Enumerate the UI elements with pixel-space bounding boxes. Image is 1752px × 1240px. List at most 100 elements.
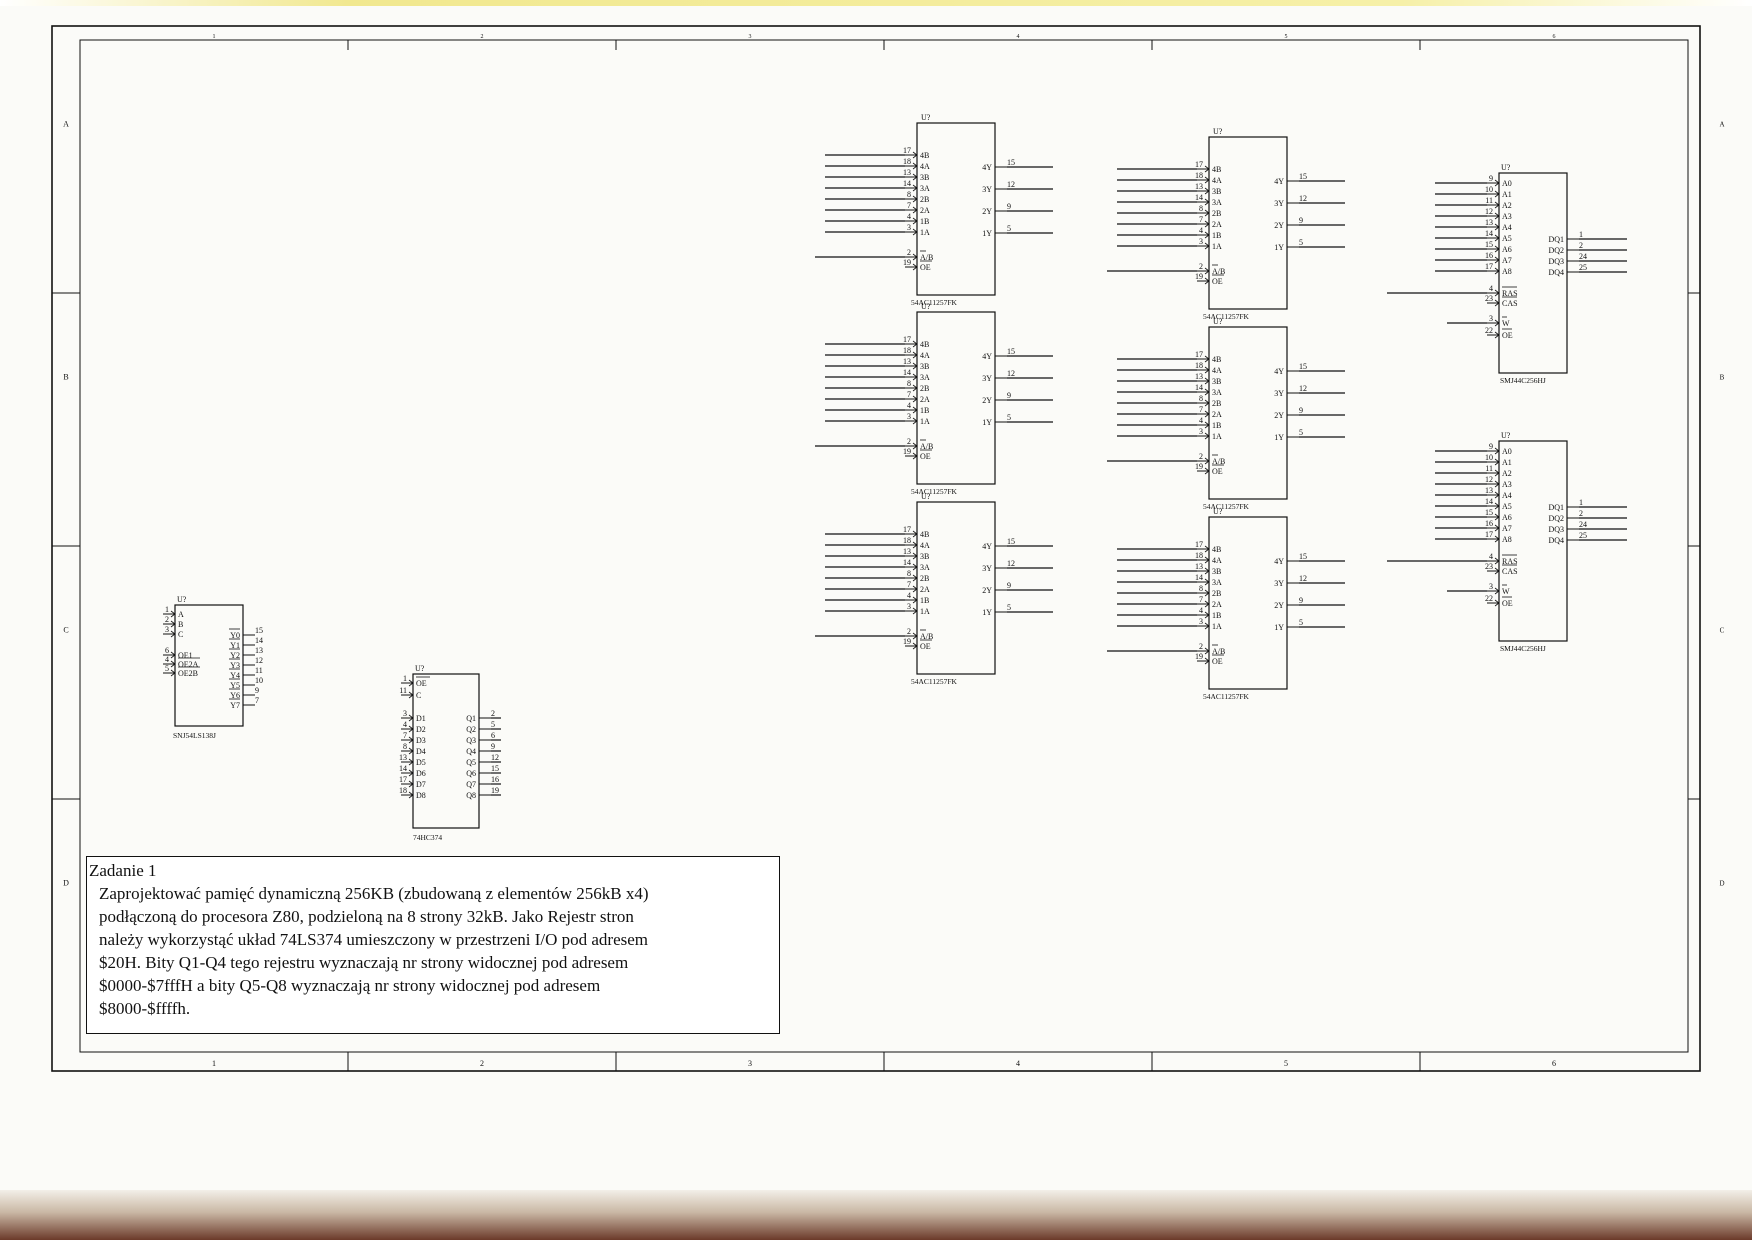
pin-arrow xyxy=(1494,469,1500,477)
col-label-top: 3 xyxy=(749,34,752,40)
pin-label: A6 xyxy=(1502,513,1512,522)
pin-arrow xyxy=(1204,556,1210,564)
pin-label: 3A xyxy=(1212,388,1222,397)
pin-label: 3B xyxy=(1212,187,1221,196)
pin-number: 18 xyxy=(903,157,911,166)
pin-number: 4 xyxy=(1489,552,1493,561)
pin-label: CAS xyxy=(1502,567,1518,576)
pin-arrow xyxy=(1204,242,1210,250)
pin-number: 12 xyxy=(1485,207,1493,216)
pin-label: 4B xyxy=(1212,355,1221,364)
pin-label: 1B xyxy=(1212,611,1221,620)
pin-label: 3Y xyxy=(982,564,992,573)
pin-number: 5 xyxy=(1007,603,1011,612)
pin-number: 4 xyxy=(1199,416,1203,425)
pin-number: 4 xyxy=(403,720,407,729)
pin-number: 3 xyxy=(1199,237,1203,246)
pin-number: 19 xyxy=(903,447,911,456)
pin-label: 2Y xyxy=(1274,221,1284,230)
pin-arrow xyxy=(170,610,176,618)
pin-label: D1 xyxy=(416,714,426,723)
pin-arrow xyxy=(170,651,176,659)
chip-ref: U? xyxy=(1501,163,1511,172)
chip-ref: U? xyxy=(921,113,931,122)
pin-number: 16 xyxy=(1485,519,1493,528)
pin-label: 2B xyxy=(920,574,929,583)
dram-chip-1: U?SMJ44C256HJ9A010A111A212A313A414A515A6… xyxy=(1387,163,1627,385)
pin-number: 4 xyxy=(1199,226,1203,235)
pin-number: 9 xyxy=(1299,596,1303,605)
chip-part: SNJ54LS138J xyxy=(173,731,216,740)
pin-number: 9 xyxy=(1299,406,1303,415)
pin-number: 8 xyxy=(907,569,911,578)
pin-label: W xyxy=(1502,319,1510,328)
pin-number: 4 xyxy=(907,212,911,221)
task-line-5: $0000-$7fffH a bity Q5-Q8 wyznaczają nr … xyxy=(99,976,601,995)
pin-label: 2A xyxy=(920,395,930,404)
pin-label: 1A xyxy=(920,607,930,616)
pin-number: 9 xyxy=(1299,216,1303,225)
pin-number: 7 xyxy=(907,390,911,399)
pin-label: D6 xyxy=(416,769,426,778)
mux-chip-2: U?54AC11257FK174B184A133B143A82B72A41B31… xyxy=(815,302,1053,496)
pin-arrow xyxy=(1494,491,1500,499)
pin-label: A/B xyxy=(1212,457,1225,466)
row-label-right: D xyxy=(1719,880,1724,888)
pin-label: 4A xyxy=(920,162,930,171)
task-line-3: należy wykorzystąć układ 74LS374 umieszc… xyxy=(99,930,649,949)
pin-number: 1 xyxy=(1579,230,1583,239)
pin-number: 17 xyxy=(399,775,407,784)
pin-number: 13 xyxy=(255,646,263,655)
pin-arrow xyxy=(1494,557,1500,565)
pin-arrow xyxy=(912,406,918,414)
pin-number: 14 xyxy=(255,636,263,645)
pin-arrow xyxy=(1494,319,1500,327)
pin-arrow xyxy=(1494,212,1500,220)
pin-label: CAS xyxy=(1502,299,1518,308)
pin-label: Q1 xyxy=(466,714,476,723)
pin-arrow xyxy=(170,669,176,677)
pin-number: 13 xyxy=(1195,372,1203,381)
pin-arrow xyxy=(1204,399,1210,407)
pin-label: OE xyxy=(1502,599,1513,608)
pin-label: Q4 xyxy=(466,747,476,756)
pin-label: 2B xyxy=(1212,209,1221,218)
pin-arrow xyxy=(912,563,918,571)
pin-number: 3 xyxy=(907,602,911,611)
pin-label: Y5 xyxy=(230,681,240,690)
pin-label: 4B xyxy=(1212,545,1221,554)
chip-part: 54AC11257FK xyxy=(1203,692,1250,701)
pin-number: 10 xyxy=(1485,185,1493,194)
pin-number: 4 xyxy=(165,655,169,664)
pin-label: Y0 xyxy=(230,631,240,640)
pin-number: 19 xyxy=(903,637,911,646)
pin-label: 3B xyxy=(920,173,929,182)
pin-arrow xyxy=(1204,388,1210,396)
pin-label: 1A xyxy=(1212,242,1222,251)
pin-label: Y7 xyxy=(230,701,240,710)
pin-arrow xyxy=(408,769,414,777)
pin-label: A0 xyxy=(1502,447,1512,456)
pin-number: 19 xyxy=(1195,652,1203,661)
pin-arrow xyxy=(1204,366,1210,374)
pin-label: DQ4 xyxy=(1548,268,1564,277)
pin-arrow xyxy=(912,373,918,381)
pin-number: 18 xyxy=(1195,361,1203,370)
pin-label: A8 xyxy=(1502,535,1512,544)
pin-number: 12 xyxy=(255,656,263,665)
pin-label: D2 xyxy=(416,725,426,734)
col-label-bottom: 6 xyxy=(1552,1059,1556,1068)
pin-number: 4 xyxy=(907,401,911,410)
pin-label: 3B xyxy=(920,362,929,371)
pin-label: 4A xyxy=(920,541,930,550)
col-label-top: 1 xyxy=(213,34,216,40)
pin-number: 10 xyxy=(255,676,263,685)
pin-label: A2 xyxy=(1502,469,1512,478)
pin-number: 4 xyxy=(1199,606,1203,615)
pin-label: DQ2 xyxy=(1548,514,1564,523)
pin-label: OE xyxy=(920,263,931,272)
pin-arrow xyxy=(1494,289,1500,297)
pin-arrow xyxy=(1204,467,1210,475)
pin-arrow xyxy=(912,596,918,604)
pin-label: DQ1 xyxy=(1548,503,1564,512)
